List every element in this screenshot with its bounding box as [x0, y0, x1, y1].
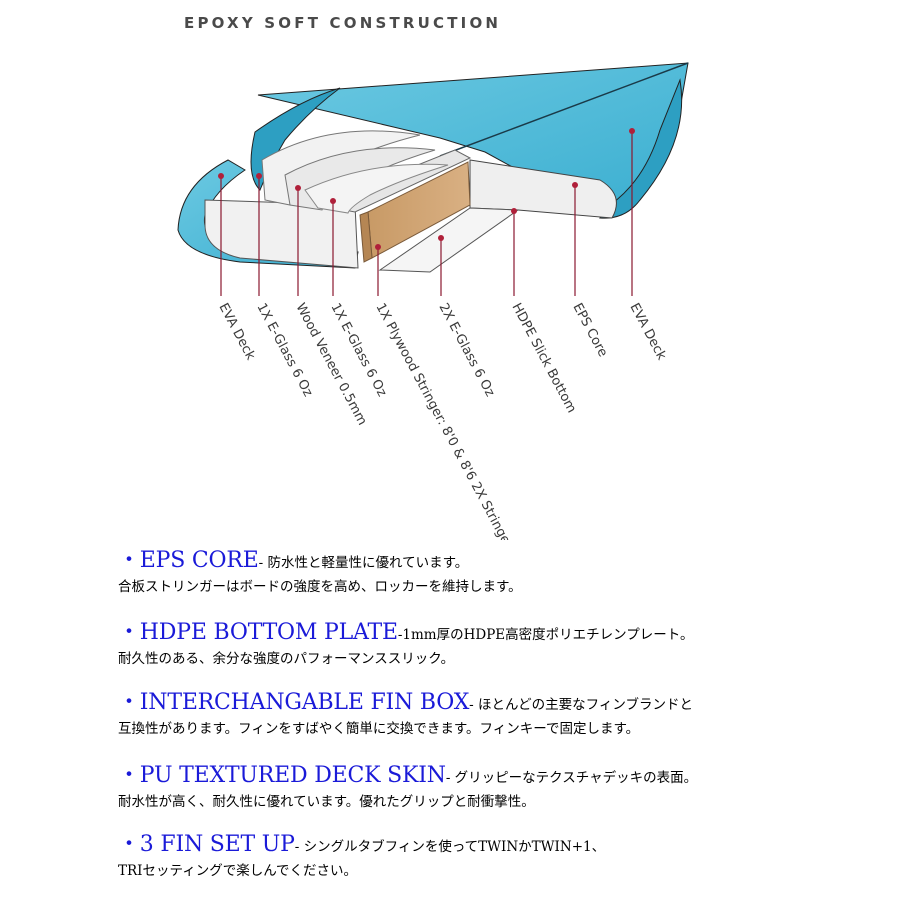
- callout-lines: [220, 131, 633, 296]
- layer-label-eva-deck-left: EVA Deck: [215, 301, 258, 363]
- feature-desc: - ほとんどの主要なフィンブランドと: [469, 697, 693, 713]
- feature-heading: ・3 FIN SET UP: [118, 832, 295, 857]
- feature-line2: 互換性があります。フィンをすばやく簡単に交換できます。フィンキーで固定します。: [118, 721, 640, 737]
- hdpe-bottom-layer: [378, 207, 520, 273]
- layer-label-hdpe: HDPE Slick Bottom: [508, 301, 578, 416]
- feature-desc: - 防水性と軽量性に優れています。: [258, 555, 469, 571]
- feature-heading: ・HDPE BOTTOM PLATE: [118, 620, 398, 645]
- feature-heading: ・EPS CORE: [118, 548, 259, 573]
- plywood-stringer-edge: [359, 211, 373, 263]
- board-cross-section-diagram: EVA Deck 1X E-Glass 6 Oz Wood Veneer 0.5…: [177, 62, 689, 540]
- right-rail: [599, 78, 683, 219]
- feature-fin-box: ・INTERCHANGABLE FIN BOX- ほとんどの主要なフィンブランド…: [118, 684, 693, 737]
- feature-eps-core: ・EPS CORE- 防水性と軽量性に優れています。 合板ストリンガーはボードの…: [118, 542, 522, 595]
- feature-desc: - シングルタブフィンを使ってTWINかTWIN+1、: [294, 839, 606, 855]
- feature-desc: - グリッピーなテクスチャデッキの表面。: [445, 770, 698, 786]
- feature-line2: TRIセッティングで楽しんでください。: [118, 863, 358, 879]
- feature-line2: 合板ストリンガーはボードの強度を高め、ロッカーを維持します。: [118, 579, 522, 595]
- layer-label-plywood-stringer: 1X Plywood Stringer: 8'0 & 8'6 2X String…: [372, 301, 518, 540]
- feature-line2: 耐水性が高く、耐久性に優れています。優れたグリップと耐衝撃性。: [118, 794, 535, 810]
- eps-core-left: [204, 199, 359, 269]
- feature-heading: ・INTERCHANGABLE FIN BOX: [118, 690, 470, 715]
- feature-fin-setup: ・3 FIN SET UP- シングルタブフィンを使ってTWINかTWIN+1、…: [118, 826, 605, 879]
- peeled-layer-4: [304, 163, 449, 214]
- feature-desc: -1mm厚のHDPE高密度ポリエチレンプレート。: [397, 627, 694, 643]
- feature-hdpe-bottom-plate: ・HDPE BOTTOM PLATE-1mm厚のHDPE高密度ポリエチレンプレー…: [118, 614, 693, 667]
- layer-label-eglass-3: 2X E-Glass 6 Oz: [435, 301, 497, 400]
- layer-label-eps-core: EPS Core: [569, 301, 610, 360]
- callout-dots: [218, 128, 635, 250]
- deck-stringer-line: [439, 62, 689, 157]
- layer-label-eva-deck-right: EVA Deck: [626, 301, 669, 363]
- feature-heading: ・PU TEXTURED DECK SKIN: [118, 763, 446, 788]
- peeled-layer-1: [250, 87, 341, 191]
- diagram-title: EPOXY SOFT CONSTRUCTION: [184, 14, 502, 32]
- eps-core-right: [469, 159, 617, 219]
- feature-line2: 耐久性のある、余分な強度のパフォーマンススリック。: [118, 651, 455, 667]
- feature-deck-skin: ・PU TEXTURED DECK SKIN- グリッピーなテクスチャデッキの表…: [118, 757, 697, 810]
